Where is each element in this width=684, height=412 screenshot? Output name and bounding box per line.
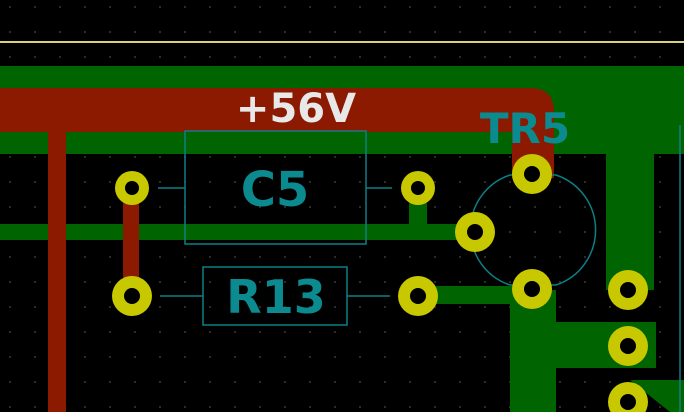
copper-trace-vertical-left[interactable] [48,130,66,412]
copper-zone-bottom[interactable] [510,290,556,412]
pad-tr5-2[interactable] [455,212,495,252]
copper-trace-c5-r13[interactable] [123,188,139,296]
pads-layer [112,154,648,412]
pad-connector-3[interactable] [608,382,648,412]
ref-label-r13: R13 [226,270,325,324]
pad-c5-1[interactable] [115,171,149,205]
pad-connector-1[interactable] [608,270,648,310]
net-label-56v: +56V [236,86,356,132]
copper-trace-56v[interactable] [0,88,554,178]
ref-label-tr5: TR5 [480,104,570,153]
copper-trace-diagonal[interactable] [630,380,684,412]
ref-label-c5: C5 [241,162,310,218]
front-copper-layer [0,88,554,412]
pad-tr5-3[interactable] [512,269,552,309]
pad-c5-2[interactable] [401,171,435,205]
copper-trace-c5-left[interactable] [0,224,470,240]
pad-tr5-1[interactable] [512,154,552,194]
copper-zone-right-column[interactable] [606,150,654,290]
pad-r13-1[interactable] [112,276,152,316]
pad-connector-2[interactable] [608,326,648,366]
copper-trace-r13-tr5[interactable] [418,286,536,304]
pad-r13-2[interactable] [398,276,438,316]
